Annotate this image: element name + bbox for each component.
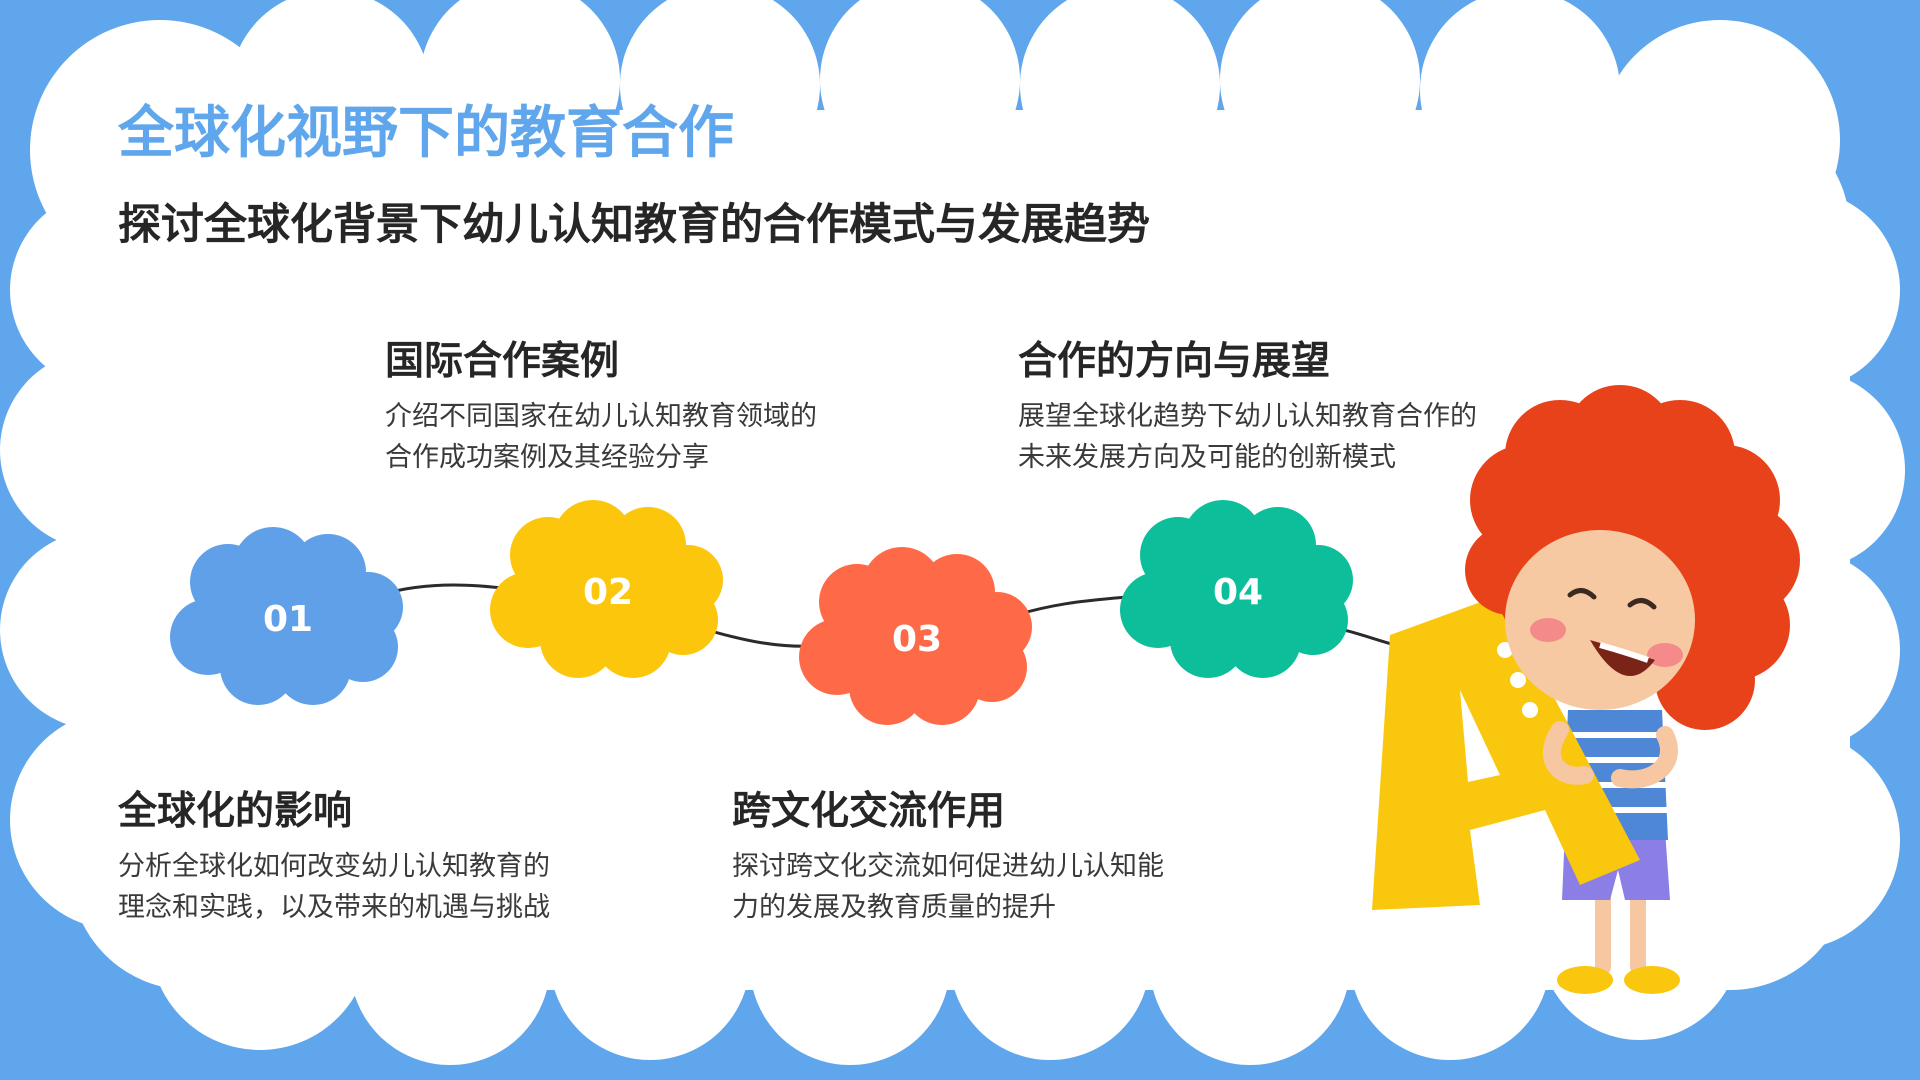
section-body: 探讨跨文化交流如何促进幼儿认知能力的发展及教育质量的提升 bbox=[732, 851, 1164, 923]
page-title: 全球化视野下的教育合作 bbox=[118, 101, 734, 166]
section-body: 分析全球化如何改变幼儿认知教育的理念和实践，以及带来的机遇与挑战 bbox=[118, 851, 550, 923]
section-international-cases: 国际合作案例 介绍不同国家在幼儿认知教育领域的合作成功案例及其经验分享 bbox=[385, 330, 825, 478]
page-subtitle: 探讨全球化背景下幼儿认知教育的合作模式与发展趋势 bbox=[118, 200, 1150, 250]
section-heading: 全球化的影响 bbox=[118, 789, 353, 834]
section-body: 展望全球化趋势下幼儿认知教育合作的未来发展方向及可能的创新模式 bbox=[1018, 401, 1477, 473]
section-body: 介绍不同国家在幼儿认知教育领域的合作成功案例及其经验分享 bbox=[385, 401, 817, 473]
section-outlook: 合作的方向与展望 展望全球化趋势下幼儿认知教育合作的未来发展方向及可能的创新模式 bbox=[1018, 330, 1478, 478]
section-cross-cultural: 跨文化交流作用 探讨跨文化交流如何促进幼儿认知能力的发展及教育质量的提升 bbox=[732, 780, 1172, 928]
section-heading: 国际合作案例 bbox=[385, 339, 620, 384]
section-heading: 跨文化交流作用 bbox=[732, 789, 1006, 834]
section-globalization-impact: 全球化的影响 分析全球化如何改变幼儿认知教育的理念和实践，以及带来的机遇与挑战 bbox=[118, 780, 558, 928]
section-heading: 合作的方向与展望 bbox=[1018, 339, 1331, 384]
